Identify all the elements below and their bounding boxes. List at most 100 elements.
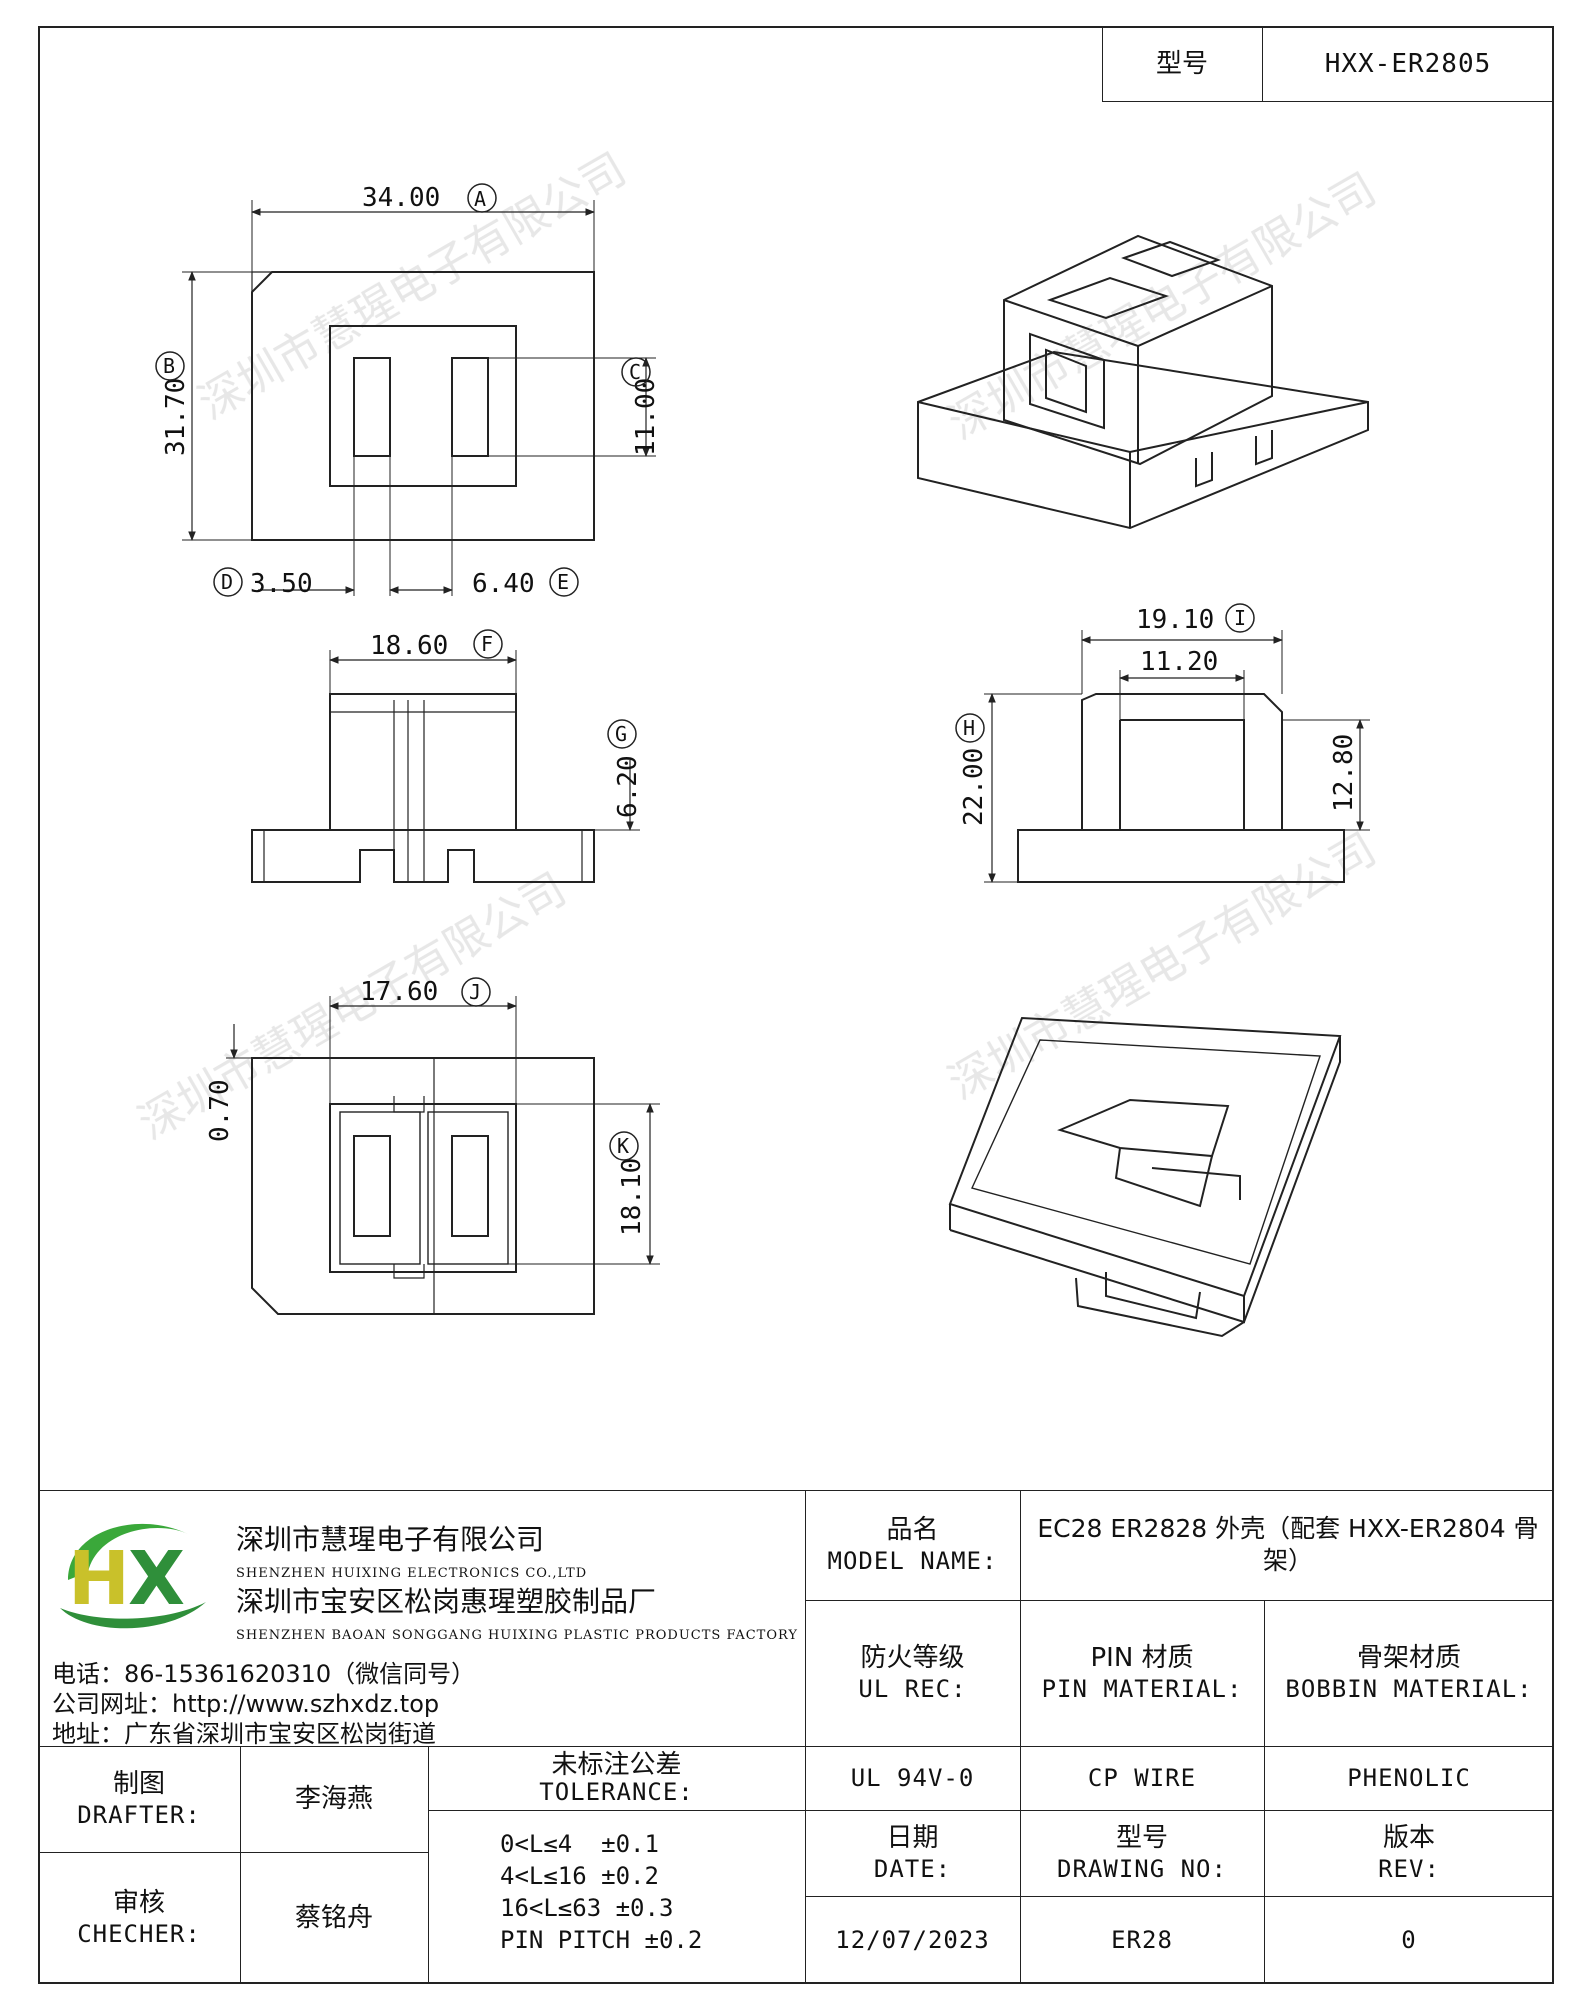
dim-f-value: 18.60 — [370, 631, 448, 661]
ul-value: UL 94V-0 — [850, 1764, 975, 1792]
date-en: DATE: — [873, 1855, 952, 1883]
checker-label-cell: 审核 CHECHER: — [38, 1852, 240, 1984]
pin-en: PIN MATERIAL: — [1041, 1675, 1243, 1703]
date-value: 12/07/2023 — [835, 1926, 990, 1954]
tolerance-item: PIN PITCH ±0.2 — [500, 1926, 703, 1954]
ul-label-cell: 防火等级 UL REC: — [805, 1600, 1020, 1746]
company-name-cn: 深圳市慧瑆电子有限公司 — [236, 1523, 545, 1556]
dim-a-circle — [467, 183, 497, 213]
drafter-cn: 制图 — [112, 1769, 165, 1799]
dim-j-value: 17.60 — [360, 977, 438, 1007]
title-row-line-3 — [805, 1810, 1554, 1811]
dim-b-label: B — [163, 354, 175, 378]
drawing-frame — [38, 26, 1554, 1984]
dim-i-value: 19.10 — [1136, 605, 1214, 635]
date-cn: 日期 — [886, 1823, 939, 1853]
dim-c-circle — [621, 357, 651, 387]
checker-name: 蔡铭舟 — [294, 1903, 373, 1933]
factory-name-cn: 深圳市宝安区松岗惠瑆塑胶制品厂 — [236, 1585, 657, 1618]
bobbin-cn: 骨架材质 — [1356, 1643, 1461, 1673]
logo-swoosh-lower — [60, 1602, 206, 1629]
company-logo: H X — [60, 1523, 206, 1629]
ul-en: UL REC: — [858, 1675, 967, 1703]
bobbin-en: BOBBIN MATERIAL: — [1285, 1675, 1533, 1703]
dim-g-value: 6.20 — [613, 755, 643, 818]
model-name-cn: 品名 — [886, 1515, 939, 1545]
dim-i-label: I — [1234, 606, 1246, 630]
model-header-label: 型号 — [1155, 49, 1208, 79]
left-row-line-2 — [38, 1852, 428, 1853]
factory-name-en: SHENZHEN BAOAN SONGGANG HUIXING PLASTIC … — [236, 1628, 798, 1643]
left-row-line-1 — [428, 1810, 805, 1811]
dim-k-value: 18.10 — [617, 1158, 647, 1236]
top-view — [182, 200, 656, 596]
ul-cn: 防火等级 — [860, 1643, 965, 1673]
pin-label-cell: PIN 材质 PIN MATERIAL: — [1020, 1600, 1264, 1746]
rev-label-cell: 版本 REV: — [1264, 1810, 1554, 1896]
model-header-box — [1102, 26, 1554, 102]
dim-f-label: F — [481, 632, 493, 656]
dim-e-value: 6.40 — [472, 569, 535, 599]
rev-cn: 版本 — [1382, 1823, 1435, 1853]
rev-en: REV: — [1378, 1855, 1440, 1883]
bottom-view — [226, 996, 660, 1315]
drafter-label-cell: 制图 DRAFTER: — [38, 1746, 240, 1852]
drafter-en: DRAFTER: — [77, 1801, 201, 1829]
title-block-divider-main — [805, 1490, 806, 1984]
model-name-label-cell: 品名 MODEL NAME: — [805, 1490, 1020, 1600]
tolerance-item: 0<L≤4 ±0.1 — [500, 1830, 659, 1858]
company-phone: 电话：86-15361620310（微信同号） — [52, 1660, 476, 1688]
side-view — [984, 630, 1370, 883]
dim-bottom-offset: 0.70 — [205, 1079, 235, 1142]
dim-c-value: 11.00 — [631, 378, 661, 456]
dim-inner-height: 12.80 — [1329, 734, 1359, 812]
dim-d-circle — [213, 567, 243, 597]
rev-value: 0 — [1401, 1926, 1417, 1954]
date-label-cell: 日期 DATE: — [805, 1810, 1020, 1896]
tolerance-list: 0<L≤4 ±0.1 4<L≤16 ±0.2 16<L≤63 ±0.3 PIN … — [500, 1828, 800, 1956]
watermark-2: 深圳市慧瑆电子有限公司 — [940, 163, 1385, 449]
isometric-view-top — [917, 234, 1369, 530]
model-name-en: MODEL NAME: — [827, 1547, 998, 1575]
tolerance-label-cell: 未标注公差 TOLERANCE: — [428, 1746, 805, 1810]
checker-en: CHECHER: — [77, 1920, 201, 1948]
front-view — [251, 650, 640, 883]
dim-h-label: H — [963, 716, 975, 740]
dim-g-circle — [607, 719, 637, 749]
drawing-value: ER28 — [1111, 1926, 1173, 1954]
dim-b-circle — [155, 351, 185, 381]
tolerance-cn: 未标注公差 — [551, 1750, 682, 1780]
logo-swoosh-green — [68, 1523, 188, 1580]
company-name-en: SHENZHEN HUIXING ELECTRONICS CO.,LTD — [236, 1566, 588, 1581]
dim-b-value: 31.70 — [161, 378, 191, 456]
left-divider-2 — [428, 1746, 429, 1984]
logo-text: H — [68, 1536, 130, 1622]
title-row-line-1 — [805, 1600, 1554, 1601]
title-block-divider-2 — [1020, 1490, 1021, 1984]
dim-d-label: D — [221, 570, 233, 594]
model-header-divider — [1262, 26, 1263, 102]
title-row-line-4 — [805, 1896, 1554, 1897]
model-name-value: EC28 ER2828 外壳（配套 HXX-ER2804 骨架） — [1037, 1514, 1539, 1575]
dim-d-value: 3.50 — [250, 569, 313, 599]
isometric-view-bottom — [948, 1016, 1342, 1338]
title-block-top — [38, 1490, 1554, 1491]
company-website: 公司网址：http://www.szhxdz.top — [52, 1690, 440, 1718]
technical-drawing: 深圳市慧瑆电子有限公司 深圳市慧瑆电子有限公司 深圳市慧瑆电子有限公司 深圳市慧… — [130, 143, 1385, 1338]
dim-k-label: K — [617, 1134, 629, 1158]
dim-e-circle — [549, 567, 579, 597]
dim-e-label: E — [557, 570, 569, 594]
dim-j-circle — [461, 977, 491, 1007]
dim-h-value: 22.00 — [959, 748, 989, 826]
dim-c-label: C — [629, 360, 641, 384]
checker-cn: 审核 — [112, 1888, 165, 1918]
dim-f-circle — [473, 629, 503, 659]
drawing-cn: 型号 — [1115, 1823, 1168, 1853]
dim-j-label: J — [469, 980, 481, 1004]
tolerance-item: 4<L≤16 ±0.2 — [500, 1862, 659, 1890]
dim-h-circle — [955, 713, 985, 743]
drafter-name: 李海燕 — [294, 1784, 373, 1814]
title-row-line-2 — [38, 1746, 1554, 1747]
left-divider-1 — [240, 1746, 241, 1984]
watermark-4: 深圳市慧瑆电子有限公司 — [940, 823, 1385, 1109]
